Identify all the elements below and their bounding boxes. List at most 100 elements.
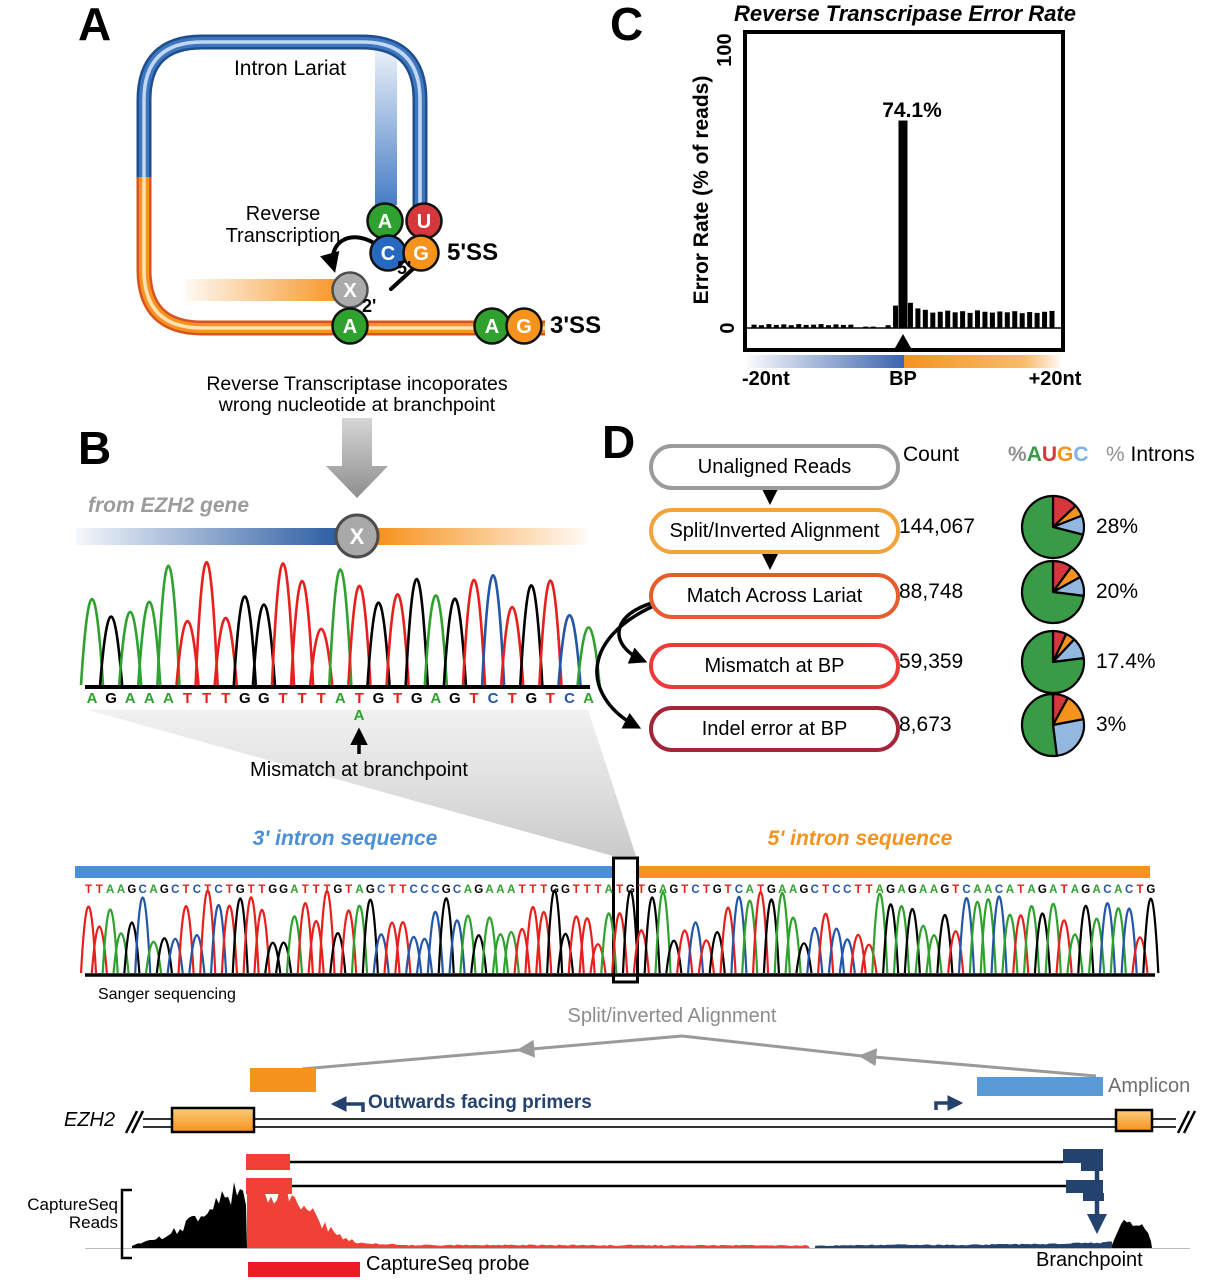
pie-slice-A <box>1020 494 1085 560</box>
sequence-base: T <box>822 884 830 896</box>
peak <box>556 933 575 974</box>
sequence-base: A <box>658 884 668 896</box>
chart-bars <box>751 120 1055 329</box>
sequence-base: A <box>788 884 798 896</box>
amplicon-blue-block <box>977 1077 1103 1096</box>
peak <box>372 933 390 974</box>
flow-box-mismatch-at-bp: Mismatch at BP <box>649 643 900 689</box>
peak <box>499 606 525 686</box>
sequence-base: T <box>202 690 212 707</box>
upstream-gradient-strip <box>747 355 904 368</box>
nucleotide-letter: A <box>485 316 499 338</box>
peak <box>838 938 856 974</box>
sequence-base: G <box>372 690 385 707</box>
peak <box>137 600 162 686</box>
lariat-read-lines <box>246 1149 1108 1235</box>
sequence-base: A <box>507 884 516 896</box>
coverage-black-left <box>132 1182 247 1248</box>
sequence-base: A <box>334 690 346 707</box>
read2-navy-step <box>1083 1193 1104 1201</box>
nucleotide-circle-branchpoint-A <box>331 307 369 345</box>
sequence-base: T <box>545 690 555 707</box>
peak <box>156 564 181 686</box>
peak <box>860 943 878 974</box>
peak <box>1131 936 1149 974</box>
peak <box>1142 897 1160 974</box>
break-mark <box>130 1110 145 1134</box>
break-mark <box>1182 1110 1197 1134</box>
peak <box>361 898 379 974</box>
chart-ytick-0: 0 <box>717 322 739 334</box>
peak <box>795 942 813 974</box>
chart-xtick-minus20nt: -20nt <box>742 368 790 390</box>
peak <box>188 934 206 974</box>
peak <box>307 919 325 974</box>
count-header: Count <box>903 443 960 466</box>
sequence-base: C <box>810 884 819 896</box>
peak <box>1066 933 1084 974</box>
alignment-line-left2 <box>301 1048 521 1071</box>
sequence-base: A <box>463 884 473 896</box>
sequence-base: C <box>962 884 971 896</box>
bp-marker-triangle <box>895 334 911 348</box>
peak <box>296 901 314 974</box>
flow-box-unaligned-reads: Unaligned Reads <box>649 444 900 490</box>
peak <box>426 911 444 974</box>
amplicon-label: Amplicon <box>1108 1075 1191 1097</box>
peak <box>632 929 650 974</box>
peak <box>676 929 694 974</box>
sequence-base: T <box>1017 884 1025 896</box>
peak <box>578 917 596 974</box>
peak <box>502 931 520 974</box>
sequence-base: T <box>316 690 326 707</box>
nucleotide-letter: A <box>378 211 392 233</box>
error-rate-bar <box>967 312 973 328</box>
peak <box>990 895 1008 974</box>
nucleotide-circle-3ss-G <box>505 307 543 345</box>
peak <box>90 925 108 974</box>
count-value: 144,067 <box>899 515 975 538</box>
peak <box>264 941 282 974</box>
peak <box>404 577 429 686</box>
sequence-base: A <box>973 884 982 896</box>
three-prime-splice-site-label: 3'SS <box>550 312 602 339</box>
nucleotide-letter: G <box>516 316 532 338</box>
bottom-graphics <box>75 856 1197 1277</box>
sequence-base: A <box>106 884 115 896</box>
sequence-base: A <box>745 884 754 896</box>
sequence-base: T <box>297 690 307 707</box>
nucleotide-letter: C <box>381 243 395 265</box>
sequence-base: T <box>594 884 602 896</box>
introns-percent: 28% <box>1096 515 1139 538</box>
sequence-base: T <box>757 884 765 896</box>
sequence-base: T <box>469 690 479 707</box>
reads-bracket <box>120 1188 132 1260</box>
sequence-base: C <box>1124 884 1134 896</box>
sequence-base: T <box>529 884 537 896</box>
peak <box>79 597 105 686</box>
peak <box>366 601 391 686</box>
sequence-base: T <box>540 884 548 896</box>
downstream-gradient-strip <box>904 355 1061 368</box>
panel-a-caption-line2: wrong nucleotide at branchpoint <box>218 394 496 417</box>
sequence-base: T <box>393 690 403 707</box>
peak <box>329 932 347 974</box>
intron-lariat-title: Intron Lariat <box>233 57 347 80</box>
sequence-base: C <box>138 884 147 896</box>
sequence-base: A <box>143 690 155 707</box>
coverage-red <box>247 1182 810 1248</box>
sequence-base: A <box>124 690 136 707</box>
peak <box>144 940 163 974</box>
composition-pie-charts <box>1020 494 1086 758</box>
read1-navy-block <box>1063 1149 1103 1163</box>
sequence-base: A <box>149 884 158 896</box>
introns-header-pct: % <box>1106 443 1125 466</box>
intron-5p-title: 5' intron sequence <box>767 827 953 850</box>
pie-slice-A <box>1020 692 1058 758</box>
sequence-base: C <box>377 884 386 896</box>
peak <box>213 616 238 686</box>
captureseq-reads-line1: CaptureSeq <box>27 1195 118 1214</box>
sequence-base: T <box>865 884 873 896</box>
